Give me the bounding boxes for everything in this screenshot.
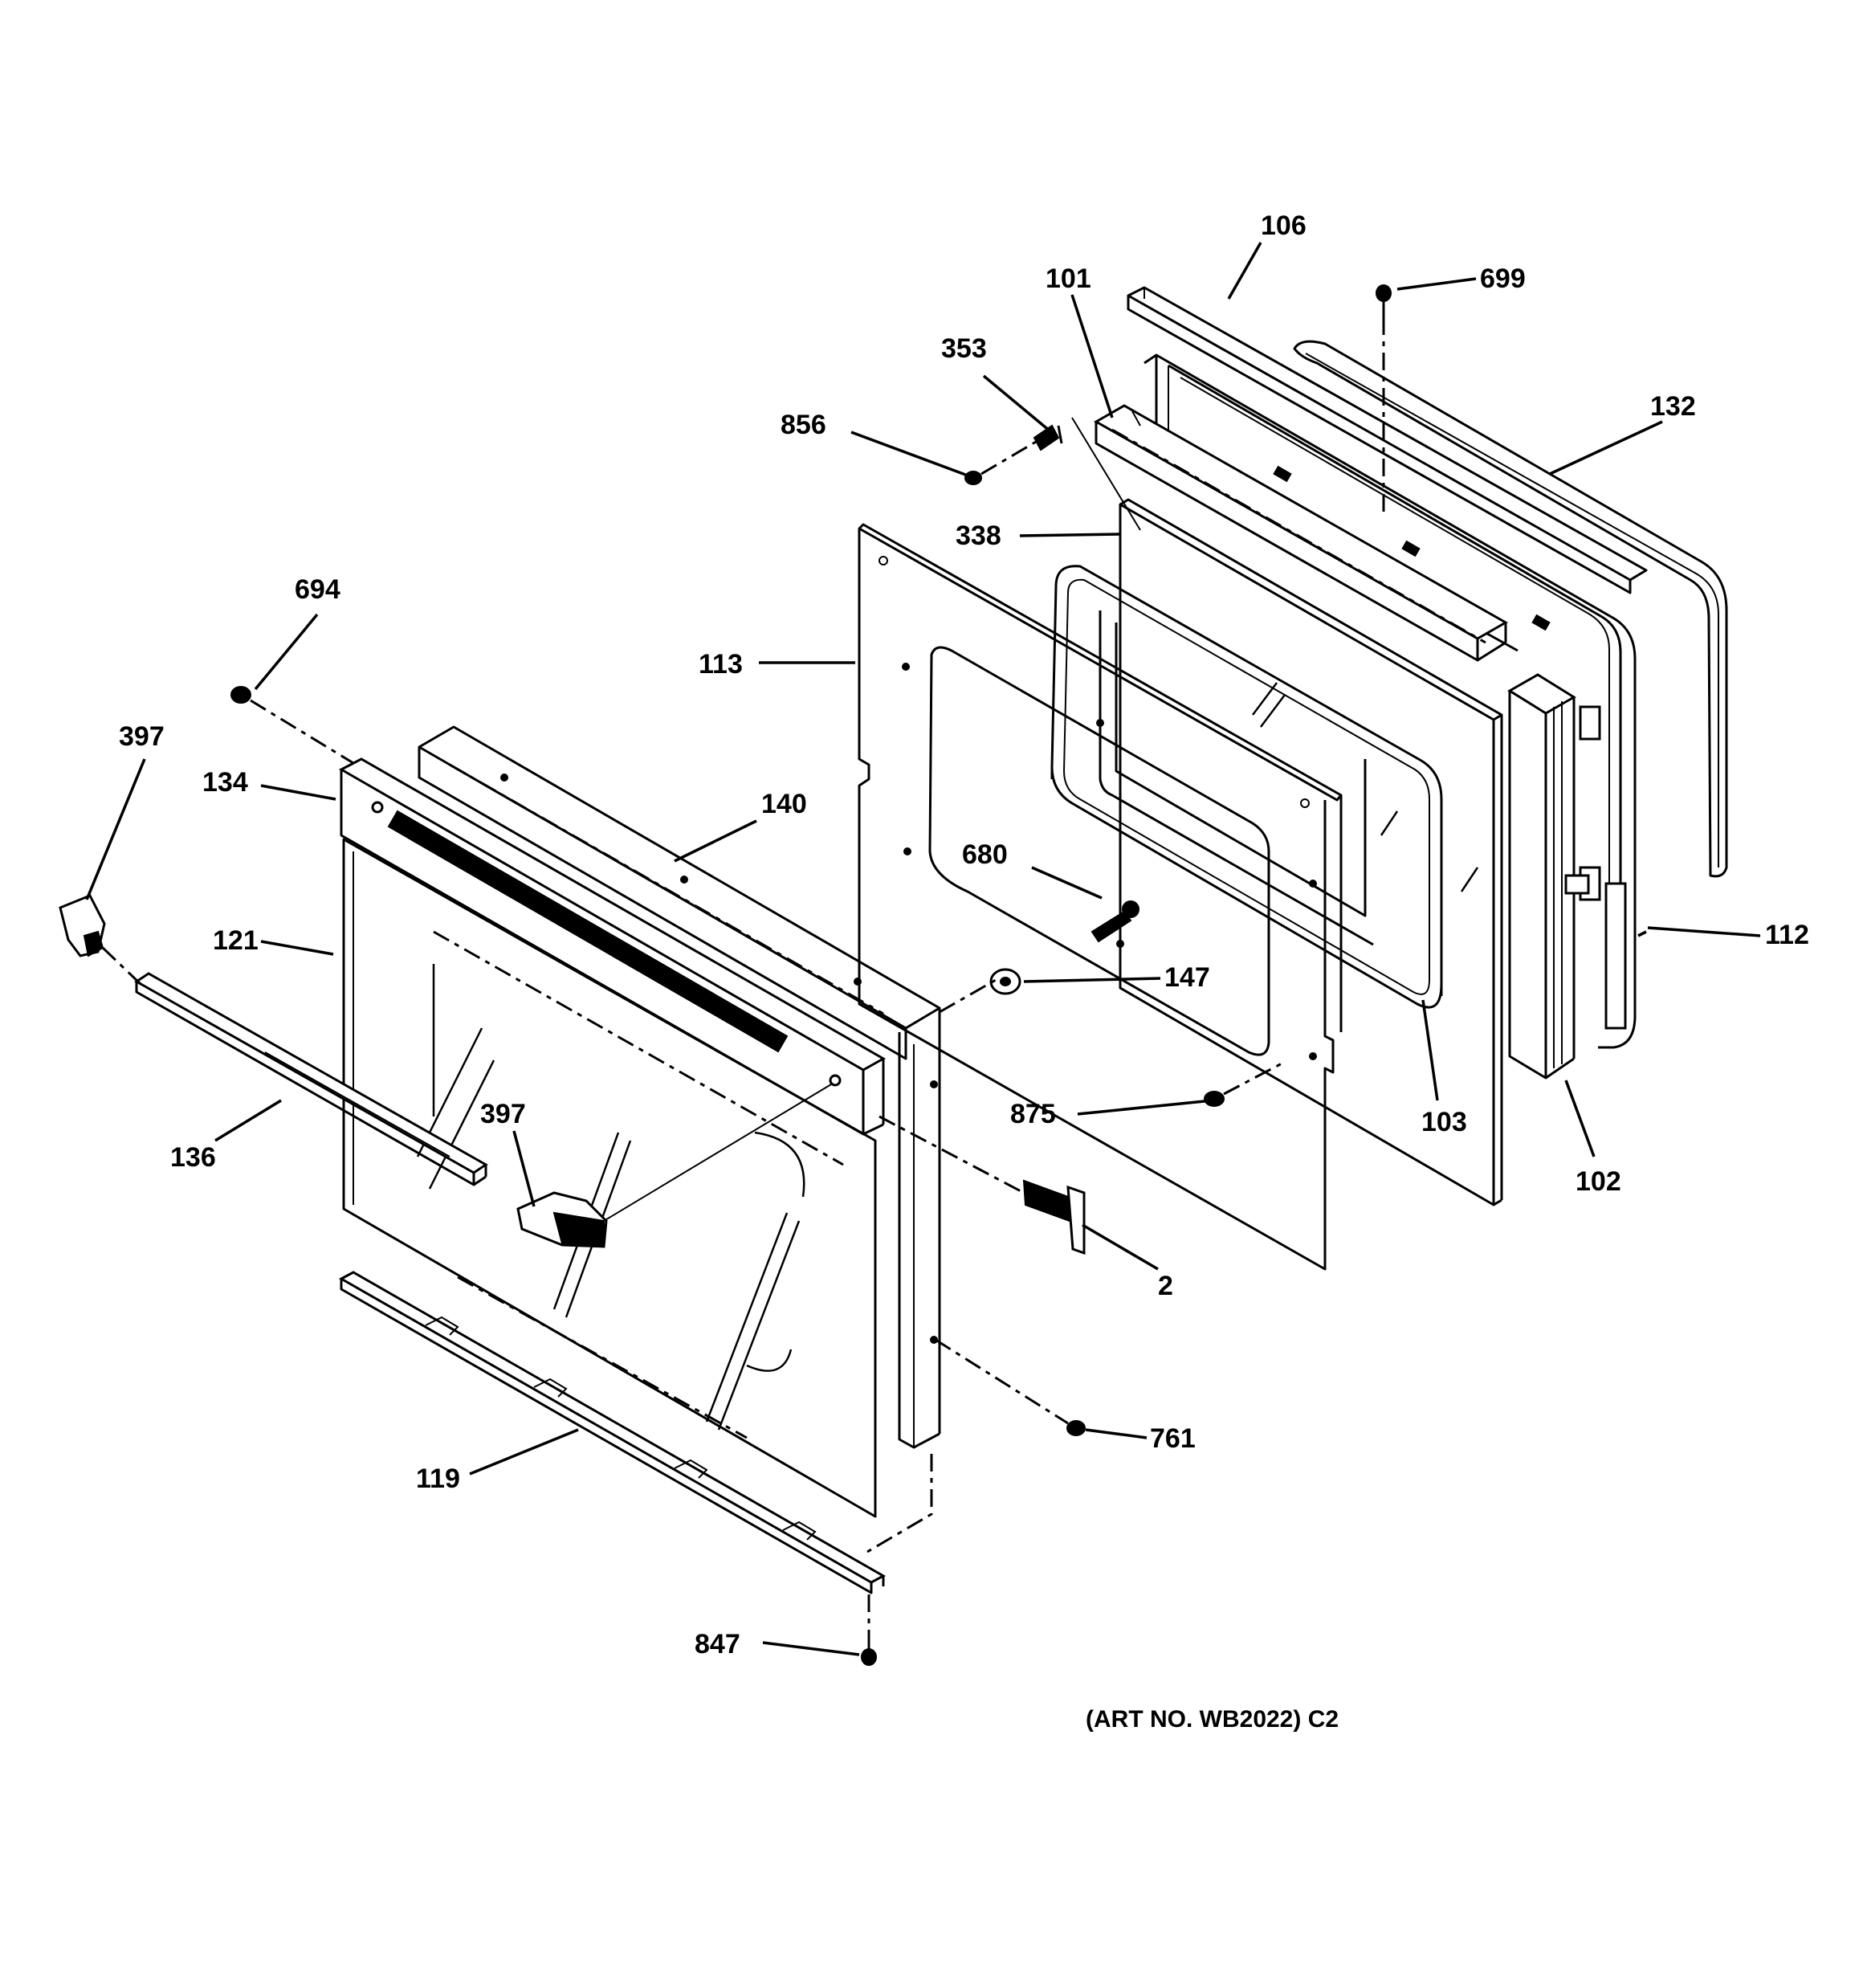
- part-694-screw: [230, 686, 251, 704]
- part-761-screw: [1066, 1420, 1086, 1436]
- callout-875: 875: [1010, 1099, 1056, 1129]
- part-875-screw: [1204, 1091, 1225, 1107]
- callout-761: 761: [1150, 1423, 1196, 1454]
- callout-134: 134: [202, 767, 248, 798]
- callout-338: 338: [956, 520, 1001, 551]
- part-397-endcap-left: [59, 894, 106, 957]
- callout-113: 113: [699, 649, 743, 680]
- art-number-caption: (ART NO. WB2022) C2: [1086, 1706, 1339, 1733]
- part-101-top-channel: [1093, 404, 1509, 662]
- part-119-bottom-trim: [338, 1271, 887, 1594]
- callout-112: 112: [1765, 920, 1809, 950]
- callout-102: 102: [1576, 1166, 1621, 1197]
- callout-136: 136: [170, 1142, 216, 1173]
- part-132-door-gasket: [1293, 340, 1728, 878]
- part-847-screw: [861, 1639, 877, 1666]
- callout-101: 101: [1046, 263, 1091, 294]
- callout-140: 140: [761, 789, 807, 819]
- callout-2: 2: [1158, 1271, 1173, 1301]
- callout-856: 856: [781, 410, 826, 440]
- part-699-screw: [1376, 284, 1392, 317]
- callout-103: 103: [1421, 1107, 1467, 1137]
- part-102-side-channel: [1507, 673, 1590, 1080]
- part-106-top-channel: [1127, 286, 1648, 594]
- part-856-screw: [964, 471, 982, 485]
- part-680-screw: [1090, 900, 1139, 943]
- callout-121: 121: [213, 925, 259, 956]
- callout-106: 106: [1261, 210, 1307, 241]
- callout-847: 847: [695, 1629, 740, 1659]
- part-103-window-frame: [1050, 565, 1443, 1009]
- callout-147: 147: [1164, 962, 1210, 993]
- part-136-handle: [134, 972, 488, 1186]
- part-113-door-panel: [858, 523, 1343, 1271]
- callout-397-right: 397: [480, 1099, 526, 1129]
- callout-353: 353: [941, 333, 987, 364]
- part-140-outer-frame: [418, 725, 941, 1449]
- part-397-endcap-right: [516, 1191, 608, 1248]
- callout-699: 699: [1480, 263, 1526, 294]
- callout-132: 132: [1650, 391, 1696, 422]
- part-353-bracket: [1033, 424, 1063, 451]
- callout-119: 119: [416, 1463, 460, 1494]
- callout-397-left: 397: [119, 721, 165, 752]
- part-134-vent-trim: [338, 757, 887, 1136]
- part-2-clip: [1022, 1179, 1086, 1255]
- callout-694: 694: [295, 574, 340, 605]
- callout-680: 680: [962, 839, 1008, 870]
- leader-lines: [85, 242, 1761, 1656]
